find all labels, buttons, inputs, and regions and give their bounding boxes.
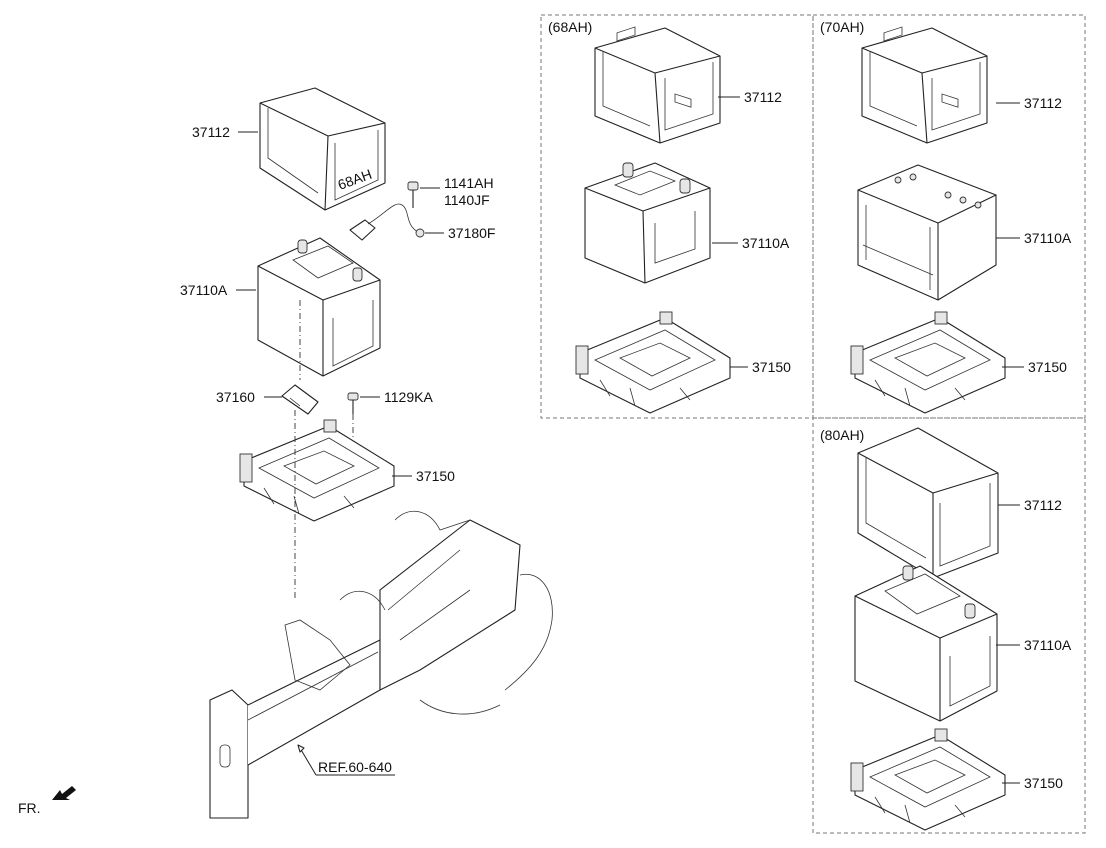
hold-down-clamp bbox=[281, 384, 319, 415]
label-clamp: 37160 bbox=[216, 389, 255, 405]
battery-70ah bbox=[857, 164, 997, 301]
main-bracket bbox=[239, 419, 395, 522]
label-tray-70ah: 37112 bbox=[1024, 95, 1062, 111]
label-bracket-68ah: 37150 bbox=[752, 359, 791, 375]
label-tray-80ah: 37112 bbox=[1024, 497, 1062, 513]
label-main-bracket: 37150 bbox=[416, 468, 455, 484]
label-battery-80ah: 37110A bbox=[1024, 637, 1072, 653]
label-bracket-70ah: 37150 bbox=[1028, 359, 1067, 375]
label-bolt-a: 1141AH bbox=[444, 175, 494, 191]
variant-box-80ah bbox=[812, 417, 1086, 834]
variant-box-70ah bbox=[812, 14, 1086, 419]
label-bolt-c: 1129KA bbox=[384, 389, 433, 405]
variant-title-68ah: (68AH) bbox=[548, 19, 592, 35]
bracket-70ah bbox=[850, 311, 1006, 414]
vehicle-side-member bbox=[209, 511, 553, 819]
variant-title-80ah: (80AH) bbox=[820, 427, 864, 443]
label-main-battery: 37110A bbox=[180, 282, 228, 298]
bracket-80ah bbox=[850, 728, 1006, 831]
tray-70ah bbox=[861, 26, 988, 144]
label-battery-68ah: 37110A bbox=[742, 235, 790, 251]
battery-80ah bbox=[854, 565, 998, 722]
label-bolt-b: 1140JF bbox=[444, 192, 490, 208]
main-tray: 68AH bbox=[259, 87, 386, 211]
label-battery-70ah: 37110A bbox=[1024, 230, 1072, 246]
orientation-label: FR. bbox=[18, 800, 41, 816]
label-bracket-80ah: 37150 bbox=[1024, 775, 1063, 791]
bolt-1129ka bbox=[347, 392, 359, 414]
bracket-68ah bbox=[575, 311, 731, 414]
label-main-tray: 37112 bbox=[192, 124, 230, 140]
main-battery bbox=[257, 237, 381, 377]
battery-68ah bbox=[584, 162, 711, 284]
tray-80ah bbox=[857, 427, 999, 579]
variant-box-68ah bbox=[540, 14, 814, 419]
variant-title-70ah: (70AH) bbox=[820, 19, 864, 35]
front-arrow-icon bbox=[52, 786, 76, 800]
label-reference: REF.60-640 bbox=[318, 759, 392, 775]
label-cable: 37180F bbox=[448, 225, 495, 241]
label-tray-68ah: 37112 bbox=[744, 89, 782, 105]
bolt-1141ah bbox=[407, 181, 419, 208]
tray-68ah bbox=[594, 26, 721, 144]
battery-cable bbox=[349, 203, 425, 241]
